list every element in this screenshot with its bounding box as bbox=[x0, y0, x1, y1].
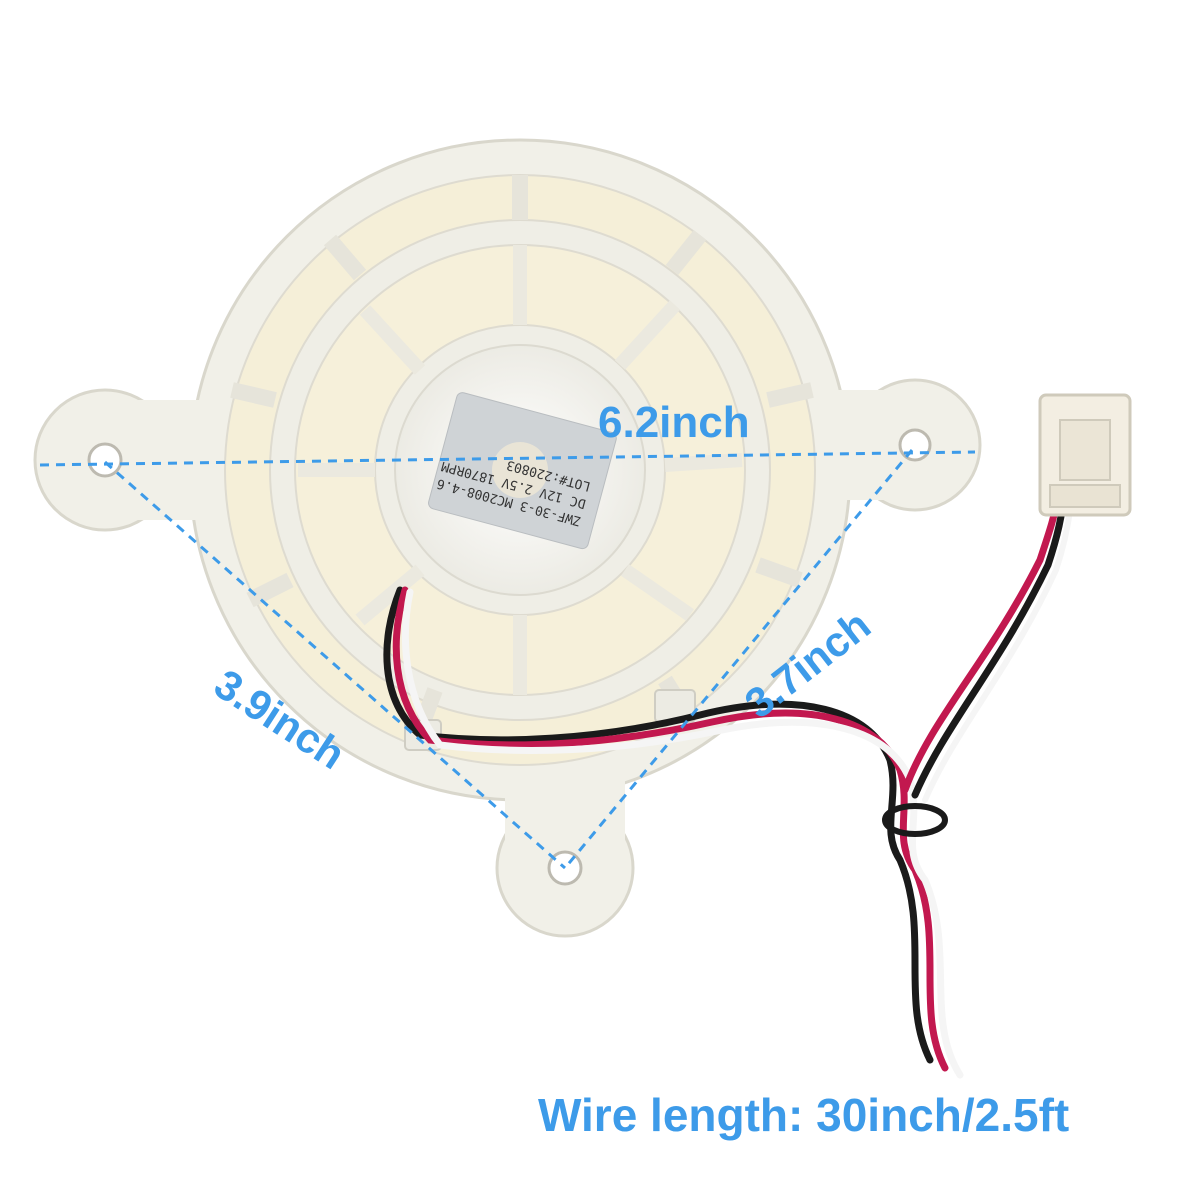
wire-connector bbox=[1038, 393, 1132, 517]
width-dimension-label: 6.2inch bbox=[598, 398, 750, 447]
wire-bundle bbox=[383, 491, 1075, 1079]
inner-ribs bbox=[298, 245, 743, 695]
dimension-lines bbox=[39, 449, 976, 870]
mounting-hole-left bbox=[87, 442, 123, 478]
mounting-hole-right bbox=[898, 428, 932, 462]
outer-ribs bbox=[230, 175, 814, 733]
motor-hub: ZWF-30-3 MC2008-4.6 DC 12V 2.5V 1870RPM … bbox=[394, 344, 646, 596]
wire-length-caption: Wire length: 30inch/2.5ft bbox=[538, 1089, 1070, 1141]
